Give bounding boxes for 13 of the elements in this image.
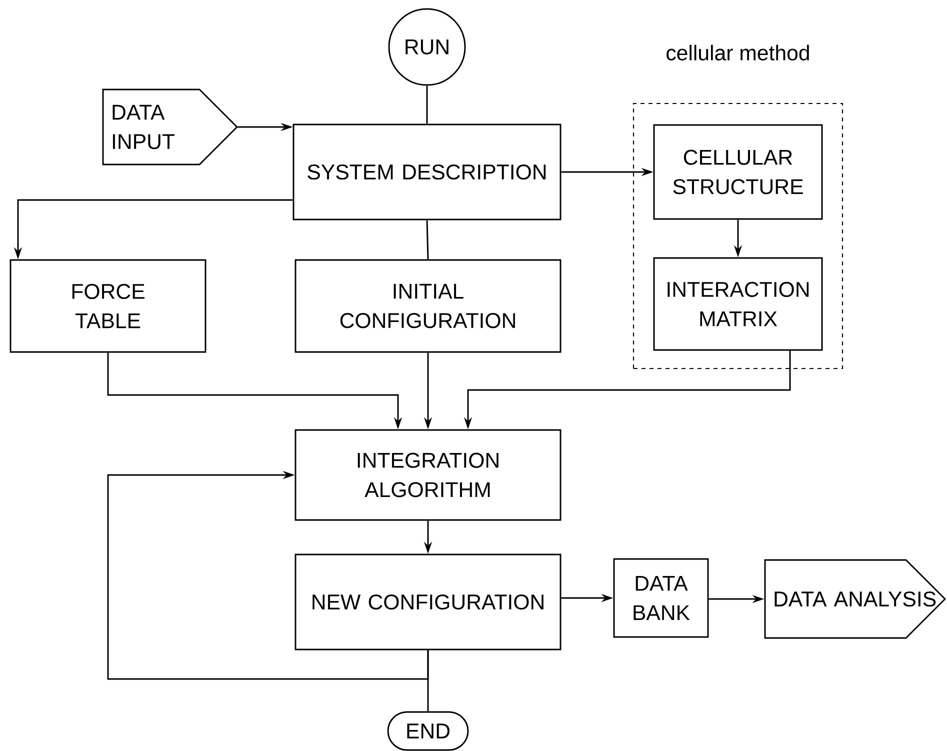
- process-box: SYSTEM DESCRIPTION: [292, 124, 562, 220]
- process-box: FORCE TABLE: [10, 259, 206, 353]
- process-box: INTERACTION MATRIX: [653, 257, 823, 351]
- arrow: [107, 470, 429, 680]
- process-box: NEW CONFIGURATION: [294, 554, 562, 650]
- process-box: INTEGRATION ALGORITHM: [294, 429, 562, 521]
- node-label: cellular method: [666, 44, 809, 60]
- process-box: DATA BANK: [613, 558, 709, 638]
- end-terminal: END: [387, 711, 469, 751]
- output-pentagon: DATA ANALYSIS: [764, 559, 946, 639]
- input-pentagon: DATA INPUT: [102, 88, 238, 166]
- process-box: INITIAL CONFIGURATION: [294, 259, 562, 353]
- process-box: CELLULAR STRUCTURE: [653, 124, 823, 220]
